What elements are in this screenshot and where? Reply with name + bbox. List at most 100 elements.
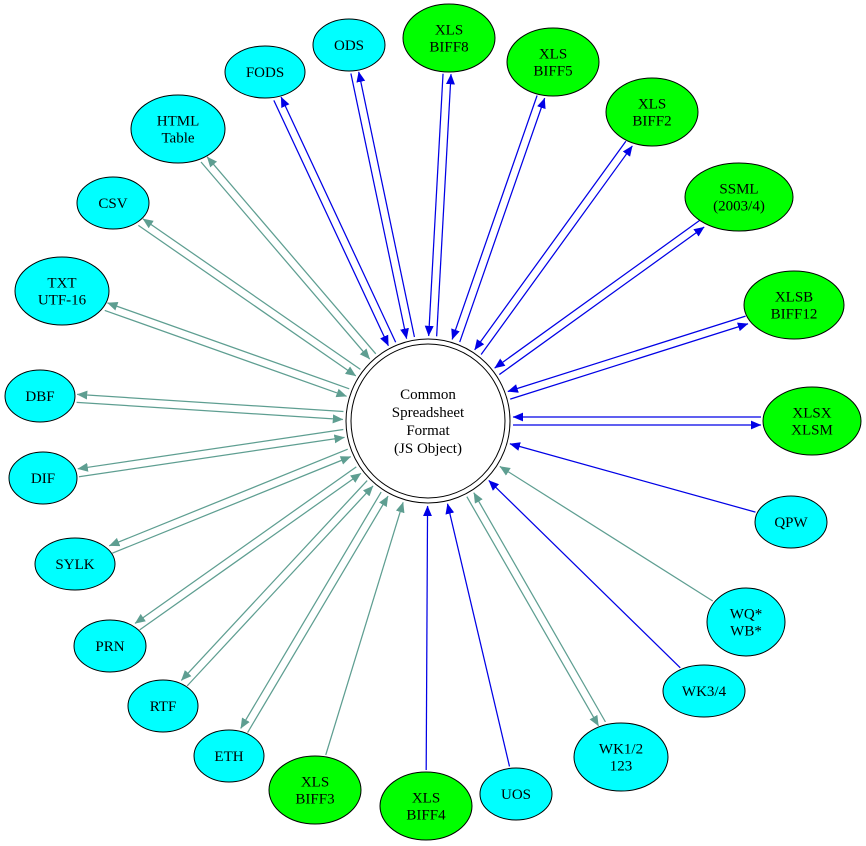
node-shape-dif [8,451,78,505]
center-inner-circle [350,343,506,499]
node-label-sylk: SYLK [55,557,94,573]
edge-out-ods [356,71,416,338]
node-shape-ods [312,18,386,72]
edge-in-xls-biff5 [451,95,538,340]
node-shape-dbf [4,369,76,423]
node-shape-xls-biff3 [268,755,362,825]
edge-out-dbf [76,390,344,413]
edge-out-dif [77,428,344,472]
node-wq-wb: WQ*WB* [706,587,786,657]
node-fods: FODS [224,45,306,99]
node-uos: UOS [479,767,553,821]
node-shape-xlsx-xlsm [762,386,862,456]
edge-in-csv [138,224,357,377]
node-label-rtf: RTF [150,699,177,715]
edge-in-wk1-2-123 [473,492,606,723]
edge-in-xls-biff8 [424,73,444,337]
node-shape-wk1-2-123 [573,722,669,792]
edge-out-xls-biff5 [459,97,546,343]
edge-in-wk3-4 [488,479,681,669]
edge-in-ods [350,73,409,339]
edge-out-wk1-2-123 [466,496,600,727]
node-shape-fods [224,45,306,99]
node-shape-html-table [130,94,226,164]
edge-in-xls-biff2 [474,140,627,351]
edge-in-xlsb-biff12 [507,315,746,393]
node-shape-xlsb-biff12 [743,270,845,340]
node-ssml: SSML(2003/4) [684,162,794,232]
edge-in-fods [273,100,389,346]
node-shape-wk3-4 [662,664,746,718]
edge-out-ssml [498,226,705,376]
edge-in-rtf [186,485,374,687]
node-shape-xls-biff2 [605,77,699,147]
node-label-csv: CSV [98,196,127,212]
node-csv: CSV [76,176,150,230]
edges [76,71,762,771]
edge-out-csv [142,218,361,370]
edge-in-prn [139,472,362,631]
edge-out-txt-utf16 [107,302,350,390]
edge-in-uos [445,503,511,767]
edge-in-sylk [112,456,352,554]
node-label-wk3-4: WK3/4 [682,684,727,700]
node-label-dbf: DBF [25,389,54,405]
node-label-eth: ETH [214,749,243,765]
edge-in-dif [78,434,345,478]
node-shape-ssml [684,162,794,232]
node-label-dif: DIF [31,471,55,487]
node-shape-qpw [754,495,828,549]
edge-out-xls-biff8 [436,73,455,337]
edge-in-xls-biff3 [325,501,405,756]
edge-out-xlsb-biff12 [510,322,749,400]
edge-in-qpw [509,442,756,513]
edge-in-txt-utf16 [104,309,347,398]
node-wk3-4: WK3/4 [662,664,746,718]
node-shape-prn [73,619,147,673]
edge-in-ssml [494,220,700,369]
edge-in-html-table [200,161,371,360]
edge-out-prn [134,466,357,624]
edge-out-eth [240,491,382,729]
edge-out-xls-biff2 [480,145,633,355]
node-label-ods: ODS [334,38,364,54]
node-ods: ODS [312,18,386,72]
node-prn: PRN [73,619,147,673]
node-dif: DIF [8,451,78,505]
node-shape-eth [193,729,265,783]
node-shape-txt-utf16 [14,256,110,326]
edge-in-xls-biff4 [423,505,432,771]
node-rtf: RTF [127,679,199,733]
node-shape-wq-wb [706,587,786,657]
edge-out-html-table [206,156,377,355]
edge-in-wq-wb [499,465,714,602]
node-label-ssml: SSML(2003/4) [713,182,765,215]
edge-in-dbf [76,401,344,424]
edge-out-fods [280,96,397,343]
node-shape-xls-biff8 [402,3,496,73]
edge-out-sylk [109,448,348,547]
node-label-fods: FODS [246,65,284,81]
node-shape-xls-biff5 [506,27,600,97]
